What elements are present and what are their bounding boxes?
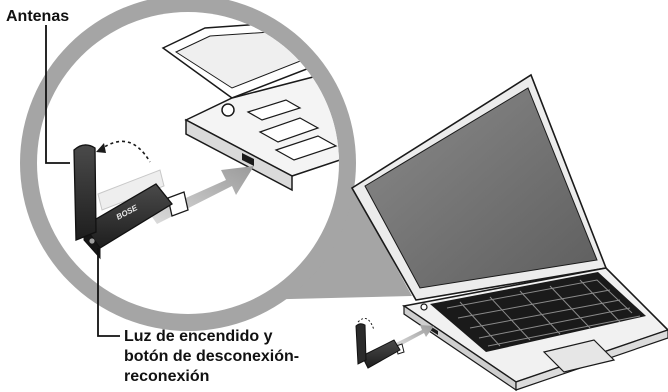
dongle-small (355, 317, 405, 369)
rotation-arc (99, 140, 151, 163)
laptop-power-button (420, 303, 428, 311)
antenna-label: Antenas (6, 8, 69, 25)
light-label-line1: Luz de encendido y (124, 328, 273, 345)
laptop-trackpad (542, 339, 616, 373)
antenna-large (73, 144, 97, 241)
antenna-leader-line (45, 25, 70, 164)
power-light (89, 238, 95, 244)
dongle-large (83, 183, 189, 260)
light-leader-line (97, 248, 120, 337)
insert-arrow-small (396, 325, 434, 347)
laptop-screen (364, 87, 598, 289)
light-label-line3: reconexión (124, 368, 209, 385)
antenna-ghost (97, 169, 165, 211)
light-label-line2: botón de desconexión- (124, 348, 299, 365)
laptop (350, 73, 668, 392)
